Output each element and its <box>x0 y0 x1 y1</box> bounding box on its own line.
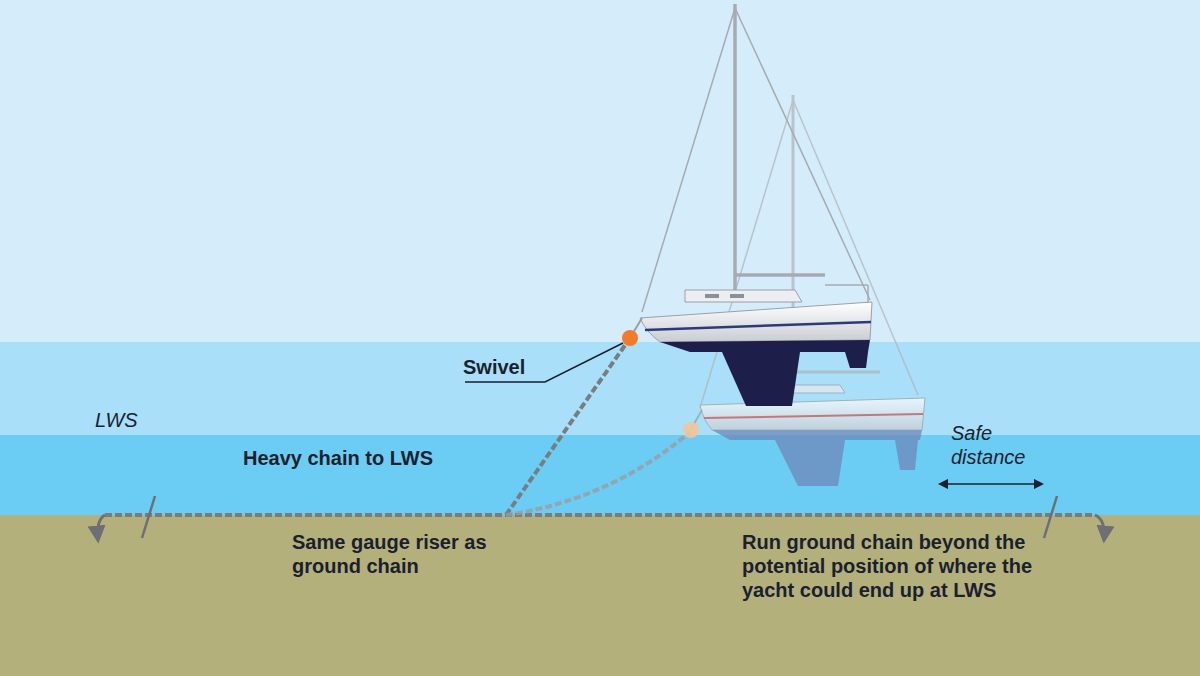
sky <box>0 0 1200 342</box>
swivel-buoy <box>622 330 638 346</box>
dimension-arrow <box>940 483 1042 485</box>
dimension-label: Safe distance <box>951 421 1051 469</box>
high-water <box>0 342 1200 436</box>
label-holder: Same gauge riser as ground chain <box>292 530 507 578</box>
label-holder: Safe distance <box>951 421 1051 469</box>
note-label: Heavy chain to LWS <box>243 446 433 470</box>
yacht-at-hws <box>640 4 872 406</box>
label-holder: Swivel <box>463 355 525 379</box>
seabed <box>0 515 1200 676</box>
note-label: Run ground chain beyond the potential po… <box>742 530 1072 602</box>
note-label: Same gauge riser as ground chain <box>292 530 507 578</box>
label-holder: LWS <box>95 408 138 432</box>
riser-chain-lws <box>506 432 690 515</box>
label-holder: Run ground chain beyond the potential po… <box>742 530 1072 602</box>
label-holder: Heavy chain to LWS <box>243 446 433 470</box>
water-level-label: LWS <box>95 408 138 432</box>
swivel-buoy <box>683 422 699 438</box>
part-label: Swivel <box>463 355 525 379</box>
